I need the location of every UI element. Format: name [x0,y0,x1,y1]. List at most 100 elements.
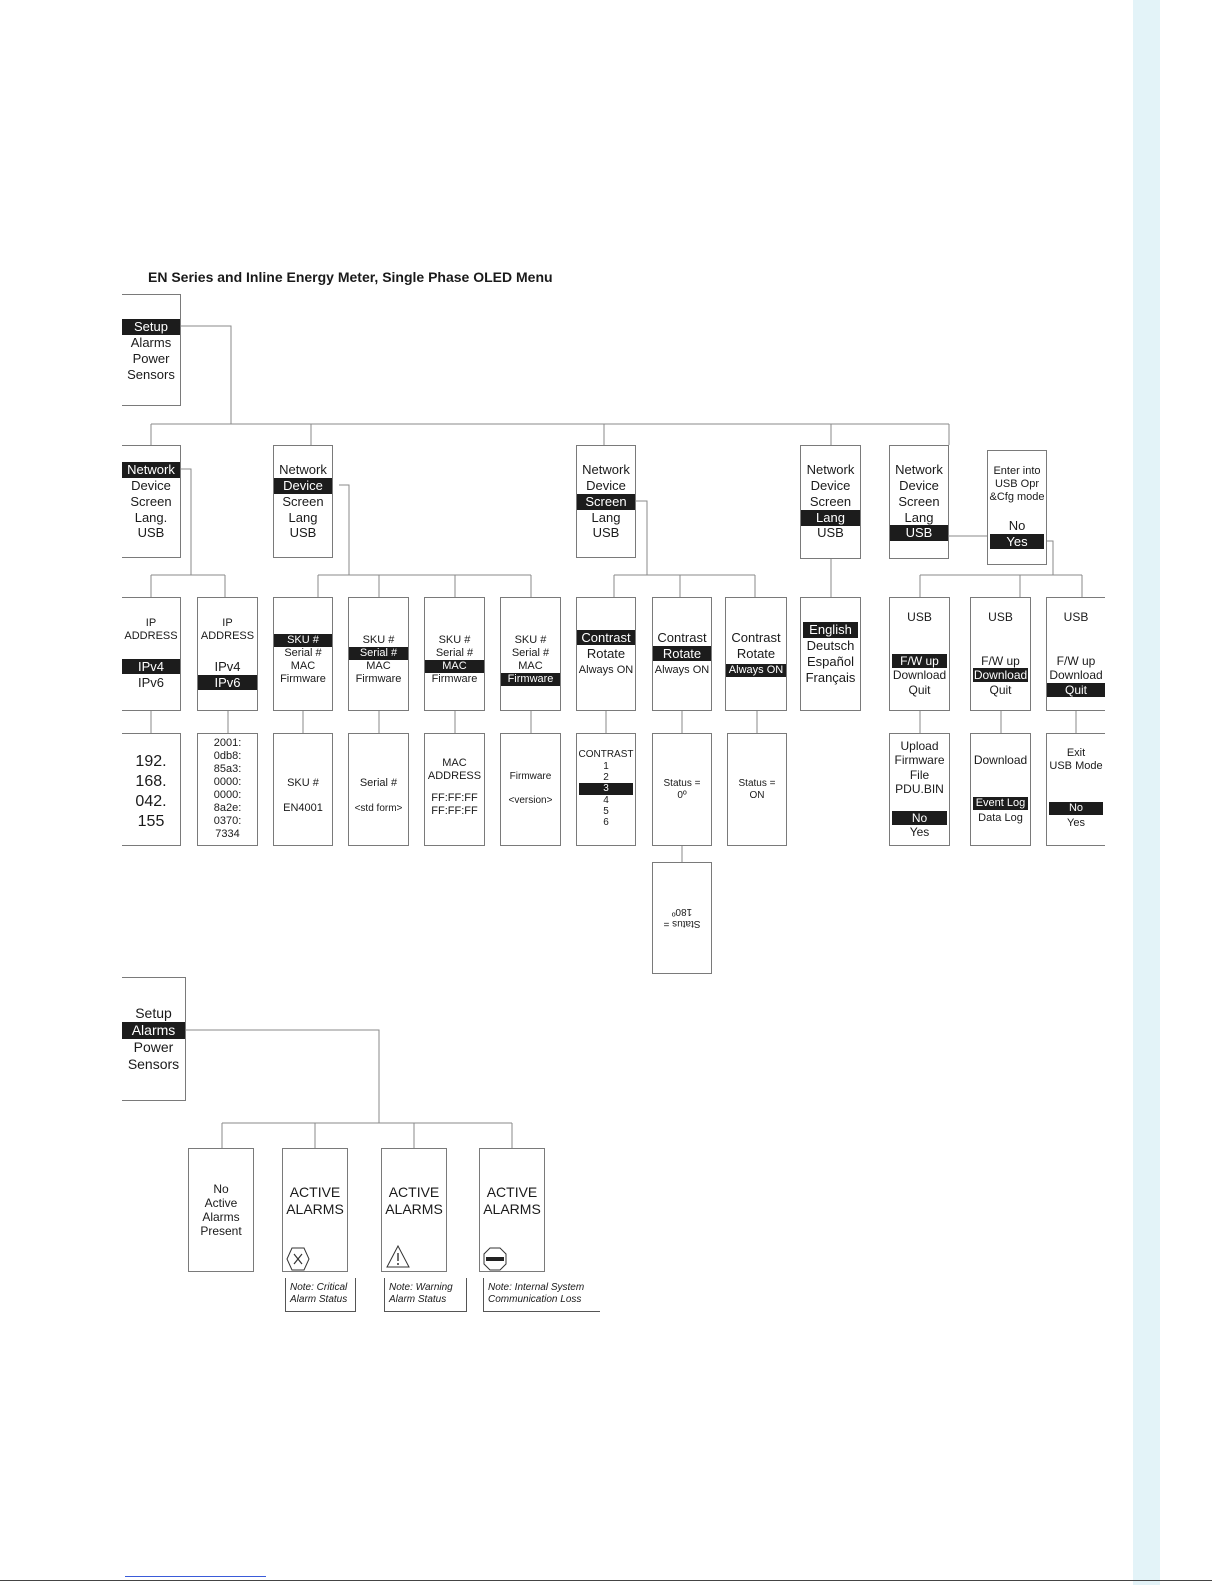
option-no: No [1008,518,1026,533]
device-menu: Network Device Screen Lang USB [273,445,333,558]
rotate-select: Contrast Rotate Always ON [652,597,712,711]
usb-download-select: USB F/W up Download Quit [970,597,1031,711]
present-line: Present [200,1224,242,1238]
option-quit: Quit [1047,683,1105,697]
menu-item-setup: Setup [135,1005,172,1021]
option-fw-up: F/W up [1056,654,1096,668]
ipv4-select: IP ADDRESS IPv4 IPv6 [122,597,181,711]
note-line-1: Note: Internal System [488,1282,585,1293]
option-firmware: Firmware [431,673,478,685]
firmware-version: <version> [508,795,553,806]
ip-label: IP [222,617,233,629]
alarms-line: ALARMS [286,1201,344,1217]
ipv4-octet-4: 155 [137,813,165,830]
contrast-level-4: 4 [603,795,609,806]
ipv4-octet-1: 192. [135,753,167,770]
diagram-title: EN Series and Inline Energy Meter, Singl… [148,269,553,285]
menu-item-lang: Lang [591,510,621,525]
warning-alarm-icon [386,1244,410,1268]
menu-item-usb: USB [137,525,165,540]
sku-value: SKU # EN4001 [273,733,333,846]
option-download: Download [1049,668,1103,682]
setup-root-menu: Setup Alarms Power Sensors [122,294,181,406]
note-line-2: Alarm Status [290,1294,348,1305]
upload-line-3: File [909,768,930,782]
menu-item-network: Network [806,462,855,477]
ip-label: IP [145,617,157,629]
option-yes: Yes [1067,817,1085,829]
comm-loss-alarm-screen: ACTIVE ALARMS [479,1148,545,1272]
option-fw-up: F/W up [981,654,1020,668]
option-firmware: Firmware [355,673,402,685]
prompt-line-3: &Cfg mode [989,491,1045,503]
menu-item-device: Device [586,478,626,493]
ipv4-octet-3: 042. [135,793,167,810]
sku-number: EN4001 [283,802,323,814]
status-value-flipped: 180º [671,906,693,917]
rotate-value-flipped: Status = 180º [652,862,712,974]
language-select: English Deutsch Español Français [800,597,861,711]
status-label: Status = [663,778,701,789]
option-download: Download [892,668,947,682]
menu-item-lang: Lang [801,510,860,526]
critical-alarm-icon [286,1247,310,1271]
sidebar-color-strip [1133,0,1160,1585]
option-no: No [892,811,947,825]
menu-item-network: Network [582,462,630,477]
no-alarms-screen: No Active Alarms Present [188,1148,254,1272]
usb-fw-select: USB F/W up Download Quit [889,597,950,711]
always-on-value: Status = ON [727,733,787,846]
address-label: ADDRESS [124,630,178,642]
status-label-flipped: Status = [663,918,701,929]
firmware-upload: Upload Firmware File PDU.BIN No Yes [889,733,950,846]
footer-rule [0,1580,1212,1581]
critical-alarm-screen: ACTIVE ALARMS [282,1148,348,1272]
lang-menu: Network Device Screen Lang USB [800,445,861,559]
option-francais: Français [805,670,856,685]
alarms-line: ALARMS [483,1201,541,1217]
firmware-value: Firmware <version> [500,733,561,846]
option-sku: SKU # [362,634,395,646]
status-label: Status = [738,778,776,789]
option-ipv4: IPv4 [122,659,180,674]
ipv6-group-4: 0000: [213,776,242,788]
note-line-2: Communication Loss [488,1294,582,1305]
ipv6-group-5: 0000: [213,789,242,801]
option-deutsch: Deutsch [806,638,855,653]
ipv4-octet-2: 168. [135,773,167,790]
option-download: Download [973,668,1028,682]
menu-item-usb: USB [817,525,844,540]
usb-menu: Network Device Screen Lang USB [889,445,949,559]
usb-quit-select: USB F/W up Download Quit [1046,597,1105,711]
active-line: ACTIVE [289,1184,341,1200]
always-on-select: Contrast Rotate Always ON [725,597,787,711]
usb-label: USB [1063,610,1089,624]
option-serial: Serial # [435,647,474,659]
contrast-value: CONTRAST 1 2 3 4 5 6 [576,733,636,846]
alarms-line: ALARMS [385,1201,443,1217]
option-fw-up: F/W up [892,654,947,668]
status-value: ON [749,790,765,801]
menu-item-power: Power [133,1039,174,1055]
menu-item-screen: Screen [130,494,172,509]
mac-value: MAC ADDRESS FF:FF:FF FF:FF:FF [424,733,485,846]
option-english: English [803,622,858,638]
exit-label: Exit [1066,747,1086,759]
menu-item-network: Network [122,462,180,478]
exit-usb-mode: Exit USB Mode No Yes [1046,733,1105,846]
sku-select: SKU # Serial # MAC Firmware [273,597,333,711]
menu-item-lang: Lang [904,510,934,525]
upload-line-1: Upload [900,739,939,753]
menu-item-device: Device [899,478,939,493]
ipv6-group-2: 0db8: [213,750,242,762]
menu-item-screen: Screen [809,494,852,509]
mac-address-2: FF:FF:FF [431,805,478,817]
option-mac: MAC [425,660,484,673]
contrast-level-5: 5 [603,806,609,817]
ipv6-select: IP ADDRESS IPv4 IPv6 [197,597,258,711]
option-always-on: Always ON [726,664,786,677]
option-espanol: Español [807,654,854,669]
option-rotate: Rotate [736,646,776,661]
note-line-1: Note: Warning [389,1282,453,1293]
serial-value: Serial # <std form> [348,733,409,846]
